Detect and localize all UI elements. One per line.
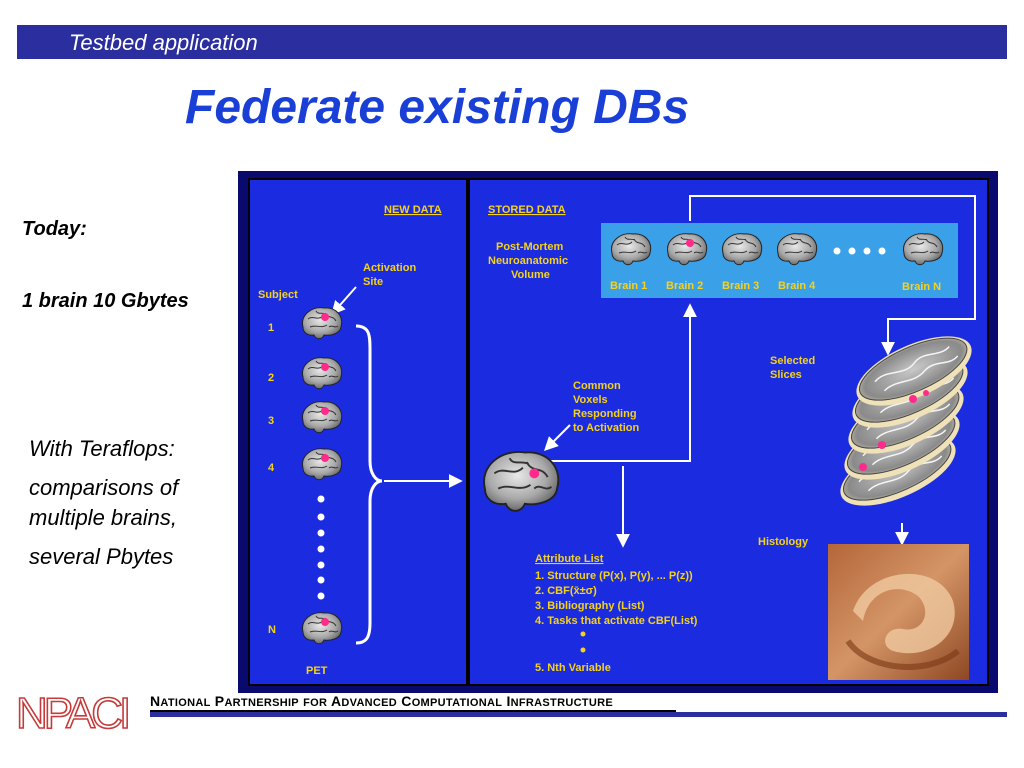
pet-label: PET xyxy=(306,665,328,677)
attribute-ellipsis-2 xyxy=(580,647,586,653)
attribute-ellipsis-1 xyxy=(580,631,586,637)
selected-slices-line-2: Slices xyxy=(770,369,802,381)
common-voxels-line-2: Voxels xyxy=(573,394,608,406)
post-mortem-line-3: Volume xyxy=(511,269,550,281)
attribute-item-1: 1. Structure (P(x), P(y), ... P(z)) xyxy=(535,570,693,582)
brain-3-label: Brain 3 xyxy=(722,280,759,292)
comparisons-line-1: comparisons of xyxy=(29,475,179,500)
brain-strip xyxy=(601,223,958,298)
subject-brace xyxy=(355,324,383,645)
stored-data-heading: STORED DATA xyxy=(488,204,566,216)
attribute-item-4: 4. Tasks that activate CBF(List) xyxy=(535,615,698,627)
subject-number-n: N xyxy=(268,624,276,636)
ellipsis-dots xyxy=(317,495,325,600)
brain-ellipsis xyxy=(833,247,886,255)
federation-diagram: NEW DATA STORED DATA Subject Activation … xyxy=(238,171,998,693)
brain-1-label: Brain 1 xyxy=(610,280,647,292)
pet-brain-4 xyxy=(302,448,343,481)
activation-site-line-1: Activation xyxy=(363,262,416,274)
comparisons-line-2: multiple brains, xyxy=(29,505,177,530)
section-label: Testbed application xyxy=(69,30,258,55)
brain-slices-stack xyxy=(830,321,982,521)
attribute-item-3: 3. Bibliography (List) xyxy=(535,600,645,612)
selected-slices-line-1: Selected xyxy=(770,355,815,367)
attribute-item-2: 2. CBF(x̄±σ) xyxy=(535,585,597,597)
post-mortem-line-1: Post-Mortem xyxy=(496,241,563,253)
new-data-heading: NEW DATA xyxy=(384,204,442,216)
logo-text: NPACI xyxy=(16,689,128,734)
common-brain xyxy=(483,451,560,512)
header-bar: Testbed application xyxy=(17,25,1007,59)
new-data-panel xyxy=(248,178,468,686)
teraflops-heading: With Teraflops: xyxy=(29,436,175,461)
histology-label: Histology xyxy=(758,536,809,548)
common-voxels-line-4: to Activation xyxy=(573,422,639,434)
stored-brain-2 xyxy=(667,233,708,266)
attribute-list-title: Attribute List xyxy=(535,553,604,565)
comparisons-text: comparisons of multiple brains, xyxy=(29,473,178,533)
organization-name: NATIONAL PARTNERSHIP FOR ADVANCED COMPUT… xyxy=(150,693,613,709)
footer-bar xyxy=(150,712,1007,717)
pet-brain-1 xyxy=(302,307,343,340)
subject-number-4: 4 xyxy=(268,462,275,474)
subject-number-1: 1 xyxy=(268,322,274,334)
attribute-item-5: 5. Nth Variable xyxy=(535,662,611,674)
slide-title: Federate existing DBs xyxy=(185,81,690,134)
pbytes-text: several Pbytes xyxy=(29,544,174,569)
npaci-logo: NPACI xyxy=(16,688,133,734)
common-voxels-line-3: Responding xyxy=(573,408,637,420)
pet-brain-3 xyxy=(302,401,343,434)
brain-n-label: Brain N xyxy=(902,281,941,293)
footer-underline xyxy=(150,710,676,712)
pet-brain-n xyxy=(302,612,343,645)
post-mortem-line-2: Neuroanatomic xyxy=(488,255,568,267)
today-label: Today: xyxy=(22,218,87,240)
teraflops-block: With Teraflops: comparisons of multiple … xyxy=(29,434,178,581)
pet-brain-2 xyxy=(302,357,343,390)
activation-site-line-2: Site xyxy=(363,276,383,288)
brain-2-label: Brain 2 xyxy=(666,280,703,292)
subject-number-3: 3 xyxy=(268,415,274,427)
common-voxels-line-1: Common xyxy=(573,380,621,392)
brain-4-label: Brain 4 xyxy=(778,280,816,292)
brain-size-text: 1 brain 10 Gbytes xyxy=(22,290,189,312)
subject-label: Subject xyxy=(258,289,298,301)
subject-number-2: 2 xyxy=(268,372,274,384)
